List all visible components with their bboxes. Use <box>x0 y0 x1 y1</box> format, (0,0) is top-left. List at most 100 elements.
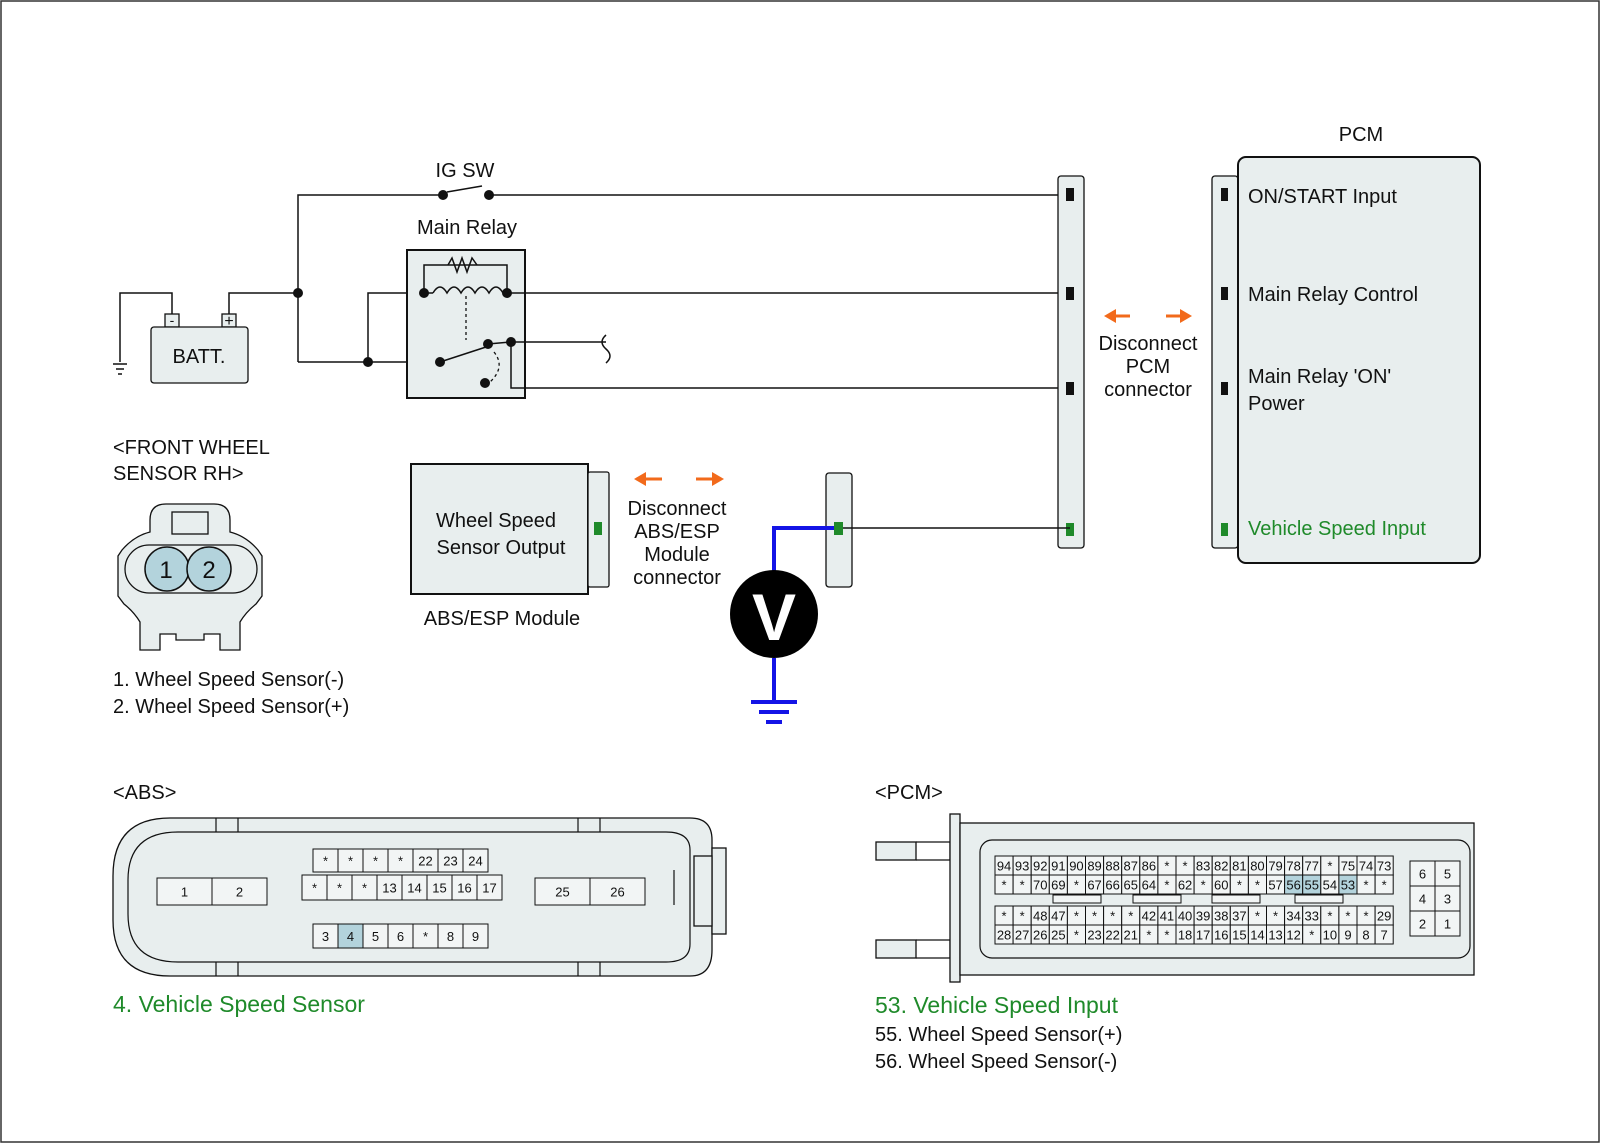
wiring: IG SW <box>293 160 1070 367</box>
arrow-right-icon <box>1180 309 1192 323</box>
pcm-side-pin-label: 2 <box>1419 917 1426 932</box>
pcm-pin-label: 92 <box>1033 859 1047 874</box>
pcm-pin-label: 15 <box>1232 928 1246 943</box>
pcm-side-pin-label: 6 <box>1419 867 1426 882</box>
pcm-pin-label: 47 <box>1051 909 1065 924</box>
pcm-pin-label: 37 <box>1232 909 1246 924</box>
pcm-pin-label: 89 <box>1087 859 1101 874</box>
pcm-module: PCM ON/START Input Main Relay Control Ma… <box>1211 124 1481 564</box>
abs-pin <box>326 874 353 901</box>
abs-pin <box>462 848 489 873</box>
pcm-pin-label: 64 <box>1142 878 1156 893</box>
pcm-pin-label: * <box>1164 928 1169 943</box>
pcm-pin-label: 13 <box>1268 928 1282 943</box>
pcm-pin-label: 23 <box>1087 928 1101 943</box>
battery-plus-label: + <box>224 313 233 330</box>
svg-text:1: 1 <box>159 557 172 584</box>
disconnect-pcm-line2: PCM <box>1126 356 1170 378</box>
pcm-pin-label: * <box>1002 909 1007 924</box>
pcm-connector-strip <box>1211 175 1239 549</box>
pcm-pin-label: 65 <box>1124 878 1138 893</box>
pcm-side-pin-label: 5 <box>1444 867 1451 882</box>
abs-pin-label: 3 <box>322 929 329 944</box>
pcm-pin-label: 33 <box>1305 909 1319 924</box>
pcm-pin-label: 16 <box>1214 928 1228 943</box>
pcm-connector-flange <box>949 813 961 983</box>
pcm-pin-label: 66 <box>1105 878 1119 893</box>
abs-pin-label: * <box>337 881 342 896</box>
arrow-right-icon <box>712 472 724 486</box>
abs-pin <box>337 923 364 949</box>
pcm-key-slot <box>1294 894 1344 904</box>
abs-pin-label: * <box>423 929 428 944</box>
abs-pin <box>401 874 428 901</box>
pcm-legend-55: 55. Wheel Speed Sensor(+) <box>875 1024 1122 1046</box>
pcm-pin-label: 8 <box>1362 928 1369 943</box>
junction-dot <box>293 288 303 298</box>
pcm-pin-label: 38 <box>1214 909 1228 924</box>
pcm-pin-label: * <box>1309 928 1314 943</box>
abs-pin-label: 14 <box>407 881 421 896</box>
abs-pin-label: 9 <box>472 929 479 944</box>
pcm-pin-label: 70 <box>1033 878 1047 893</box>
disconnect-abs-line2: ABS/ESP <box>634 521 720 543</box>
pcm-pin-label: 7 <box>1381 928 1388 943</box>
pcm-pin-label: 88 <box>1105 859 1119 874</box>
arrow-left-icon <box>1104 309 1116 323</box>
voltmeter-probe: V <box>730 472 1070 724</box>
pcm-pin-label: 39 <box>1196 909 1210 924</box>
disconnect-pcm-line3: connector <box>1104 379 1192 401</box>
abs-latch <box>711 847 727 935</box>
pcm-pin-label: * <box>1183 859 1188 874</box>
pcm-pin-label: * <box>1201 878 1206 893</box>
disconnect-abs-callout: Disconnect ABS/ESP Module connector <box>628 472 727 589</box>
abs-pin <box>312 923 339 949</box>
pcm-pin-label: 27 <box>1015 928 1029 943</box>
ig-switch-contact <box>438 190 448 200</box>
pcm-box <box>1237 156 1481 564</box>
pcm-pin-label: 62 <box>1178 878 1192 893</box>
relay-coil-icon <box>432 286 504 295</box>
abs-pin-label: 8 <box>447 929 454 944</box>
pcm-pin-label: 67 <box>1087 878 1101 893</box>
svg-text:2: 2 <box>202 557 215 584</box>
ig-sw-label: IG SW <box>436 160 495 182</box>
pcm-pin-label: * <box>1164 859 1169 874</box>
pcm-pin-label: * <box>1074 928 1079 943</box>
abs-pin <box>426 874 453 901</box>
pcm-key-slot <box>1211 894 1261 904</box>
abs-pin-label: * <box>348 854 353 869</box>
wss-output-box <box>410 463 589 595</box>
pcm-pin-label: 87 <box>1124 859 1138 874</box>
front-wheel-title-line2: SENSOR RH> <box>113 463 244 485</box>
ig-switch-blade <box>446 185 483 193</box>
relay-resistor <box>447 255 478 275</box>
abs-pin <box>476 874 503 901</box>
pcm-pin-label: 9 <box>1344 928 1351 943</box>
abs-pin-label: 26 <box>610 885 624 900</box>
abs-pin-label: 2 <box>236 885 243 900</box>
pcm-pin-label: * <box>1074 878 1079 893</box>
pcm-pin-label: * <box>1327 909 1332 924</box>
batt-feed-wire <box>297 194 443 362</box>
pcm-pin-label: * <box>1345 909 1350 924</box>
abs-connector-title: <ABS> <box>113 782 176 804</box>
pcm-pin-label: 75 <box>1341 859 1355 874</box>
abs-pin-label: 23 <box>443 854 457 869</box>
pcm-pin <box>1374 924 1394 945</box>
disconnect-abs-line3: Module <box>644 544 710 566</box>
pcm-input-vehicle-speed: Vehicle Speed Input <box>1248 518 1426 540</box>
pcm-pin-label: 69 <box>1051 878 1065 893</box>
abs-pin <box>211 877 268 906</box>
pcm-pin-label: 79 <box>1268 859 1282 874</box>
pcm-pin-label: * <box>1128 909 1133 924</box>
pcm-side-pin <box>1434 885 1461 912</box>
pcm-pin-label: 80 <box>1250 859 1264 874</box>
pcm-pin-label: 34 <box>1286 909 1300 924</box>
abs-pin-label: 22 <box>418 854 432 869</box>
pcm-pin-label: 93 <box>1015 859 1029 874</box>
abs-pin-label: 5 <box>372 929 379 944</box>
